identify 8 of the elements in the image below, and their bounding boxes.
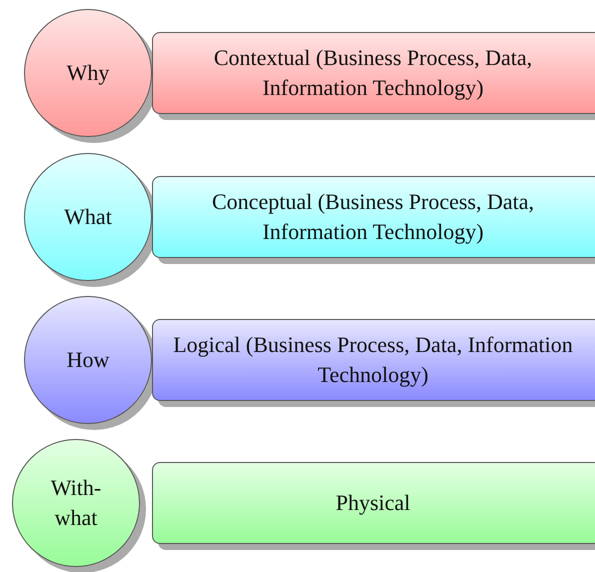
layer-label: Logical (Business Process, Data, Information Technology) [172, 331, 574, 389]
layer-label: Contextual (Business Process, Data, Information Technology) [212, 44, 534, 102]
question-label: What [64, 203, 112, 231]
layer-label: Conceptual (Business Process, Data, Information Technology) [211, 188, 535, 246]
question-label: How [66, 346, 110, 374]
layer-label: Physical [334, 489, 412, 517]
question-label: Why [66, 59, 110, 87]
question-label: With-what [50, 474, 102, 532]
